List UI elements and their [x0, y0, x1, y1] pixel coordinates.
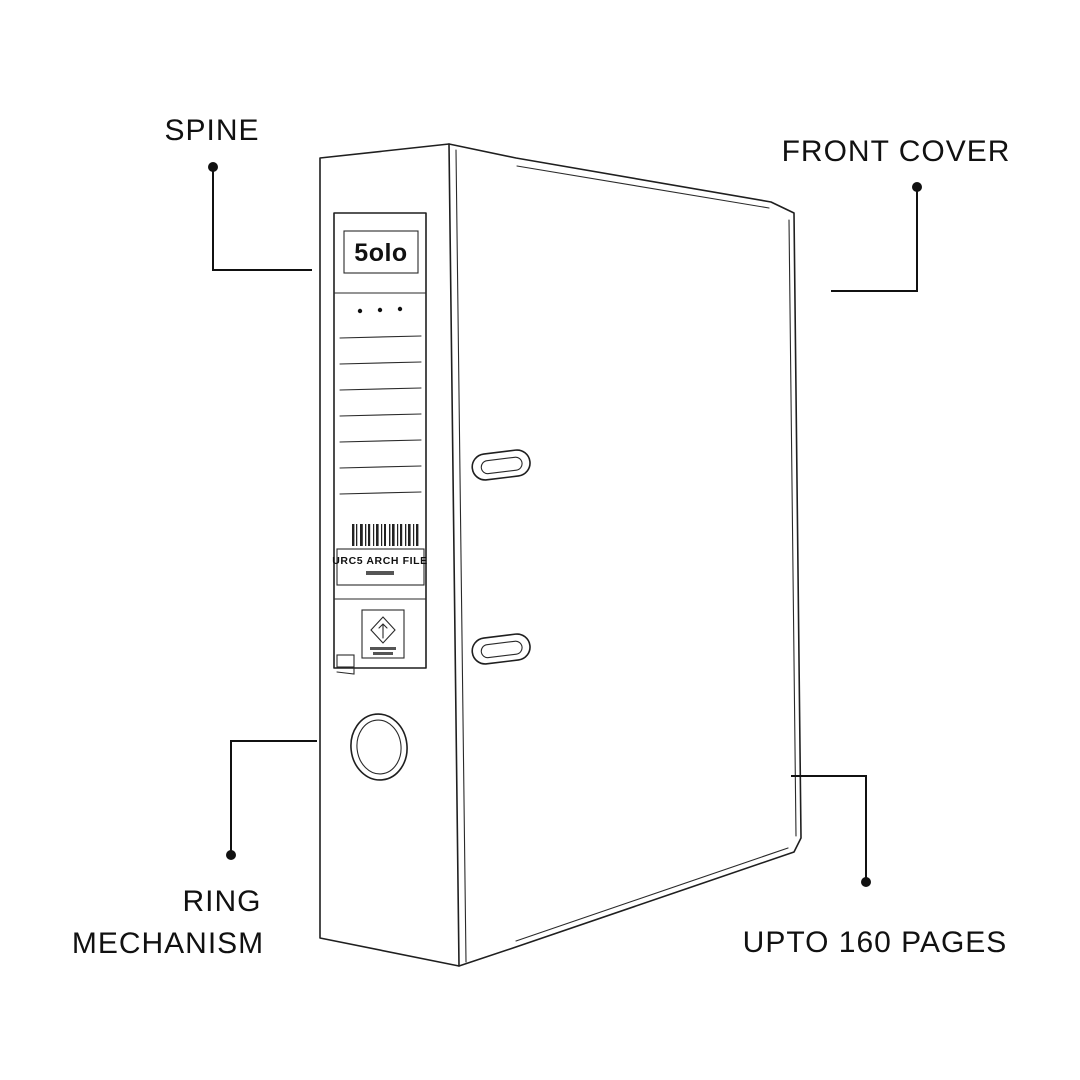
spine-label: SPINE — [164, 114, 259, 147]
brand-logo-box — [343, 230, 419, 274]
spine-dots-icon — [357, 306, 403, 314]
callout-spine: SPINE — [164, 114, 312, 271]
pages-label: UPTO 160 PAGES — [743, 926, 1008, 959]
callout-front-cover: FRONT COVER — [782, 135, 1011, 292]
front-cover-label: FRONT COVER — [782, 135, 1011, 168]
panel-bottom-tabs — [336, 654, 355, 675]
binder-outline: 5olo — [319, 143, 802, 967]
cover-inner-right-edge — [788, 219, 797, 837]
product-label-box — [336, 548, 425, 586]
spine-ruled-lines — [339, 335, 422, 495]
ring-clip-lower — [471, 633, 531, 665]
maker-logo-box — [361, 609, 405, 659]
barcode-icon — [352, 524, 419, 546]
maker-logo-icon — [370, 616, 396, 644]
front-cover-face — [448, 143, 802, 967]
ring-clip-upper — [471, 449, 531, 481]
cover-inner-bottom-edge — [515, 847, 789, 942]
ring-mechanism-label-line2: MECHANISM — [72, 927, 264, 960]
callout-ring-mechanism: RING MECHANISM — [72, 740, 317, 960]
product-label-smalltext — [366, 571, 394, 575]
product-label-text: URC5 ARCH FILE — [332, 555, 428, 567]
spine-label-panel: 5olo — [332, 212, 428, 675]
ring-mechanism-label-line1: RING — [183, 885, 262, 918]
spine-cover-junction — [455, 149, 467, 963]
cover-inner-top-edge — [516, 165, 770, 209]
ring-mechanism-hole — [350, 713, 408, 781]
callout-pages: UPTO 160 PAGES — [743, 775, 1008, 959]
brand-logo-text: 5olo — [354, 239, 407, 267]
